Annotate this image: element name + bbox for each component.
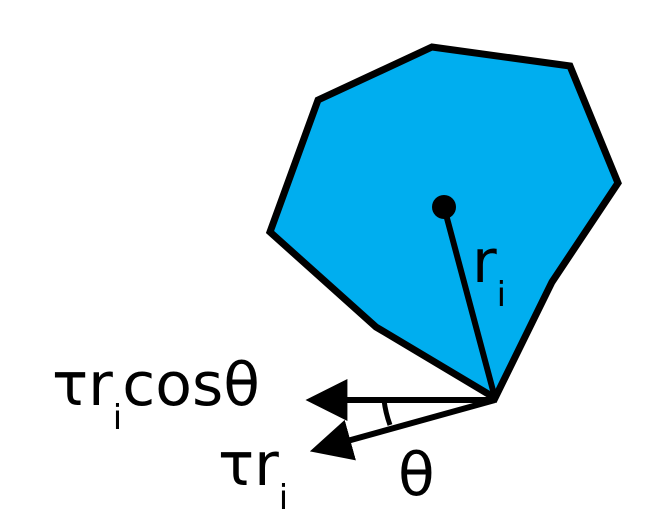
radius-vector-line — [441, 206, 498, 399]
projected-force-label: τricosθ — [52, 350, 260, 438]
force-label: τri — [218, 430, 288, 518]
angle-label: θ — [398, 440, 435, 510]
angle-arc — [381, 399, 393, 426]
force-arrow — [309, 397, 496, 461]
rigid-body-polygon — [265, 43, 622, 403]
radius-label: ri — [472, 227, 506, 315]
center-of-mass-dot — [432, 195, 456, 219]
